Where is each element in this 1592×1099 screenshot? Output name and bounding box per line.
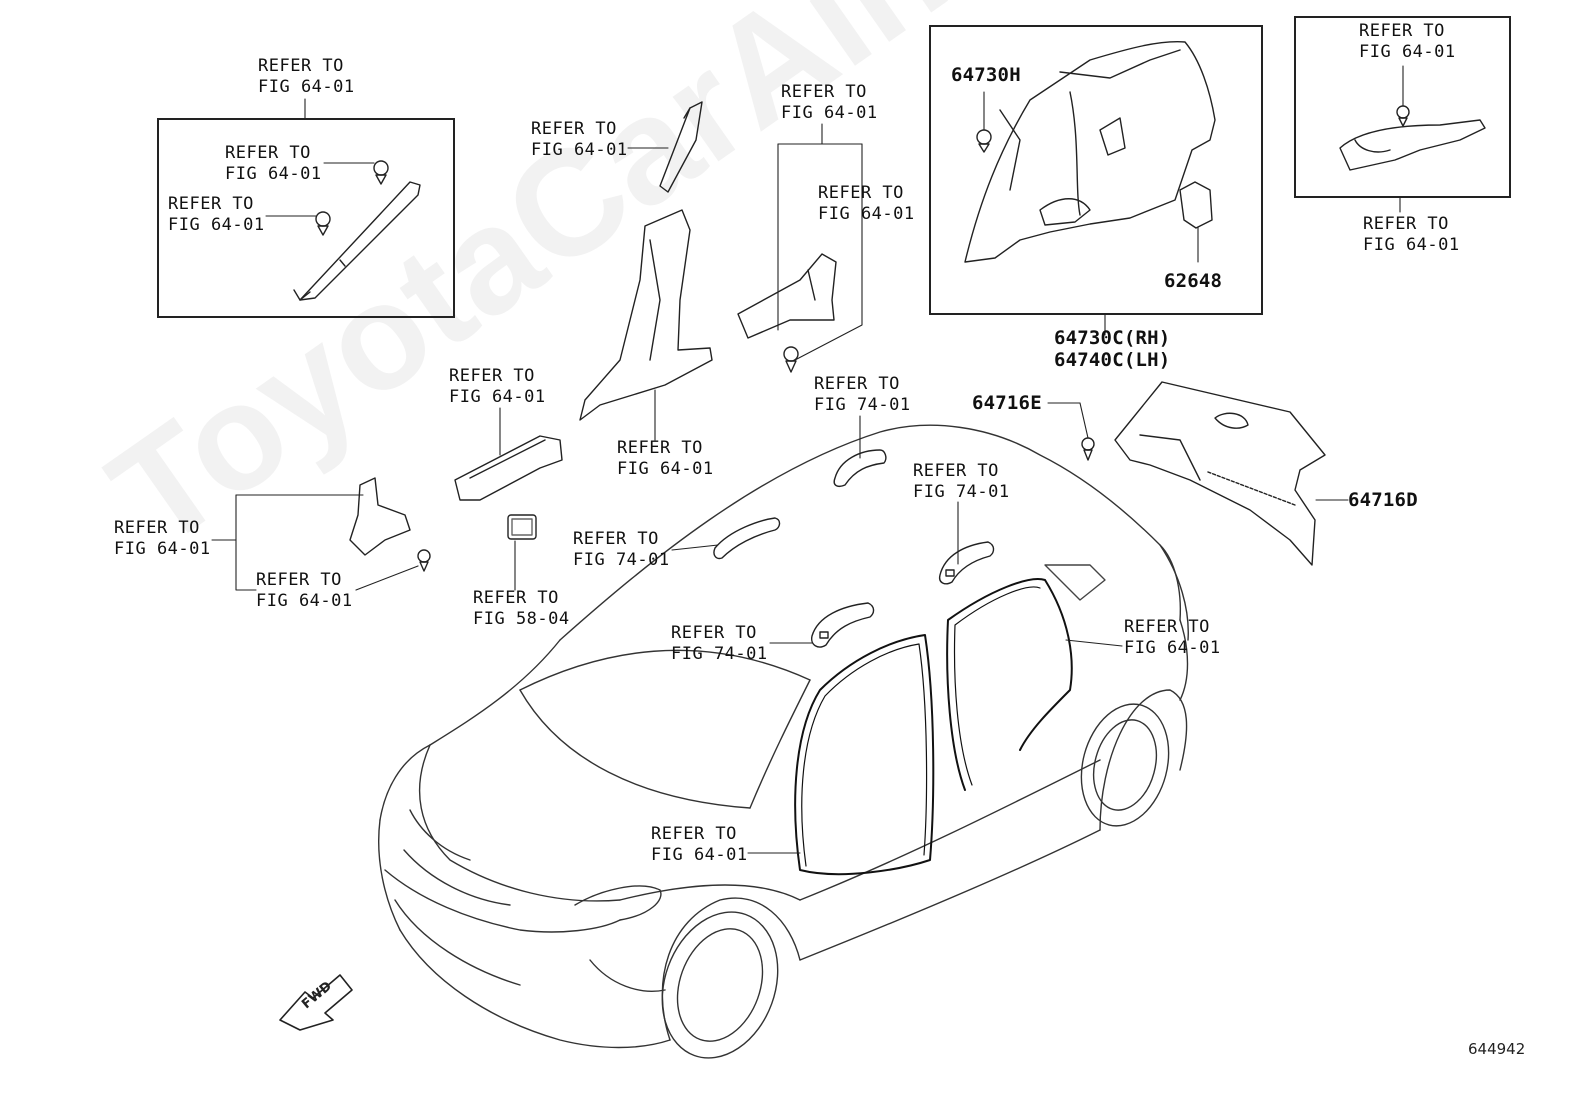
c-pillar-garnish bbox=[738, 254, 836, 338]
figure-number: 644942 bbox=[1468, 1040, 1526, 1058]
box-clips bbox=[316, 161, 388, 235]
part-number-cover[interactable]: 62648 bbox=[1164, 270, 1223, 292]
ref-label-a-pillar-upper[interactable]: REFER TO FIG 64-01 bbox=[531, 119, 628, 160]
ref-label-b-pillar[interactable]: REFER TO FIG 64-01 bbox=[617, 438, 714, 479]
ref-label-top-left[interactable]: REFER TO FIG 64-01 bbox=[258, 56, 355, 97]
ref-label-grip-front[interactable]: REFER TO FIG 74-01 bbox=[573, 529, 670, 570]
detail-box-inset bbox=[1294, 16, 1511, 198]
pillar-upper-garnish bbox=[660, 102, 702, 192]
ref-label-front-door-ws[interactable]: REFER TO FIG 64-01 bbox=[651, 824, 748, 865]
rear-trim-screw bbox=[1082, 438, 1094, 460]
detail-box-a-pillar bbox=[157, 118, 455, 318]
assist-grip-front-roof bbox=[714, 518, 780, 558]
ref-label-c-right[interactable]: REFER TO FIG 64-01 bbox=[818, 183, 915, 224]
assist-grip-rear-roof bbox=[834, 450, 886, 486]
ref-label-box-clip2[interactable]: REFER TO FIG 64-01 bbox=[168, 194, 265, 235]
car-body bbox=[379, 425, 1189, 1074]
c-clip-body bbox=[784, 347, 798, 361]
ref-label-sill-front[interactable]: REFER TO FIG 64-01 bbox=[449, 366, 546, 407]
part-number-clip[interactable]: 64730H bbox=[951, 64, 1021, 86]
part-number-rear-trim[interactable]: 64716D bbox=[1348, 489, 1418, 511]
quarter-trim-cover bbox=[1180, 182, 1212, 228]
assist-grip-front-door bbox=[812, 603, 874, 647]
switch-module bbox=[507, 514, 537, 540]
part-number-screw[interactable]: 64716E bbox=[972, 392, 1042, 414]
ref-label-bracket-clip[interactable]: REFER TO FIG 64-01 bbox=[256, 570, 353, 611]
quarter-trim-panel bbox=[965, 42, 1215, 262]
ref-label-c-group[interactable]: REFER TO FIG 64-01 bbox=[781, 82, 878, 123]
ref-label-bracket-left[interactable]: REFER TO FIG 64-01 bbox=[114, 518, 211, 559]
ref-label-rear-door-ws[interactable]: REFER TO FIG 64-01 bbox=[1124, 617, 1221, 658]
part-number-quarter-trim[interactable]: 64730C(RH) 64740C(LH) bbox=[1054, 327, 1171, 371]
a-pillar-garnish-upper bbox=[294, 182, 420, 300]
ref-label-inset-bottom[interactable]: REFER TO FIG 64-01 bbox=[1363, 214, 1460, 255]
c-clip-pin bbox=[786, 361, 796, 372]
assist-grip-rear-door bbox=[940, 542, 994, 584]
leader-lines bbox=[212, 66, 1403, 853]
detail-box-quarter-trim bbox=[929, 25, 1263, 315]
front-door-scuff-plate bbox=[455, 436, 562, 500]
fwd-arrow bbox=[280, 975, 352, 1030]
rear-trim-panel bbox=[1115, 382, 1325, 565]
ref-label-switch[interactable]: REFER TO FIG 58-04 bbox=[473, 588, 570, 629]
ref-label-inset-top[interactable]: REFER TO FIG 64-01 bbox=[1359, 21, 1456, 62]
ref-label-grip-lower[interactable]: REFER TO FIG 74-01 bbox=[671, 623, 768, 664]
ref-label-box-clip1[interactable]: REFER TO FIG 64-01 bbox=[225, 143, 322, 184]
cowl-side-trim bbox=[350, 478, 430, 571]
ref-label-grip-right[interactable]: REFER TO FIG 74-01 bbox=[913, 461, 1010, 502]
b-pillar-garnish bbox=[580, 210, 712, 420]
ref-label-grip-rear-roof[interactable]: REFER TO FIG 74-01 bbox=[814, 374, 911, 415]
